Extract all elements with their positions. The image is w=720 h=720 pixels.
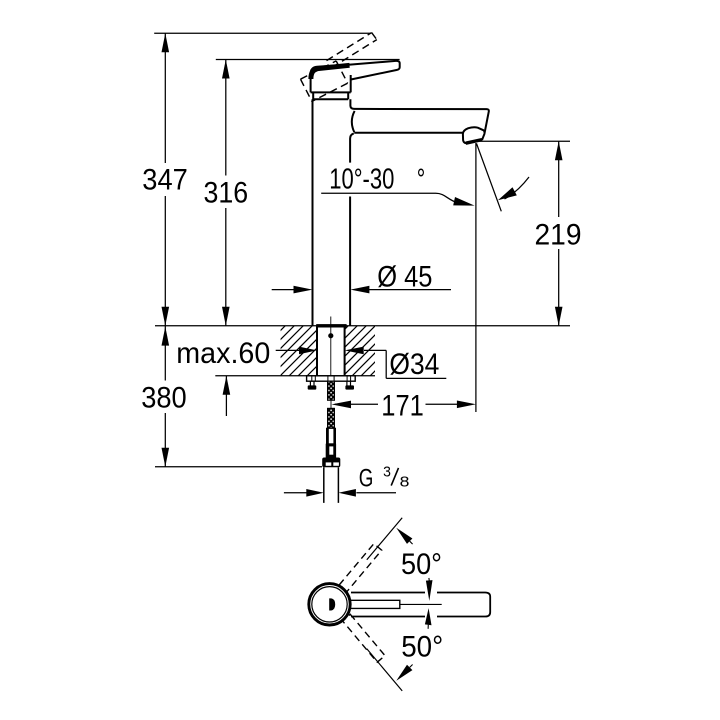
svg-text:10°-30°: 10°-30°: [329, 164, 425, 196]
svg-text:347: 347: [142, 164, 188, 197]
svg-text:50°: 50°: [401, 631, 443, 664]
svg-text:Ø34: Ø34: [389, 348, 439, 381]
svg-text:3: 3: [383, 464, 391, 481]
svg-text:Ø 45: Ø 45: [377, 260, 432, 293]
svg-text:219: 219: [535, 219, 582, 252]
svg-text:316: 316: [204, 176, 249, 209]
svg-text:171: 171: [381, 390, 424, 423]
svg-text:max.60: max.60: [176, 337, 270, 370]
svg-text:50°: 50°: [401, 548, 442, 581]
svg-text:8: 8: [400, 473, 410, 490]
svg-text:G: G: [359, 464, 374, 492]
svg-text:380: 380: [141, 381, 187, 414]
